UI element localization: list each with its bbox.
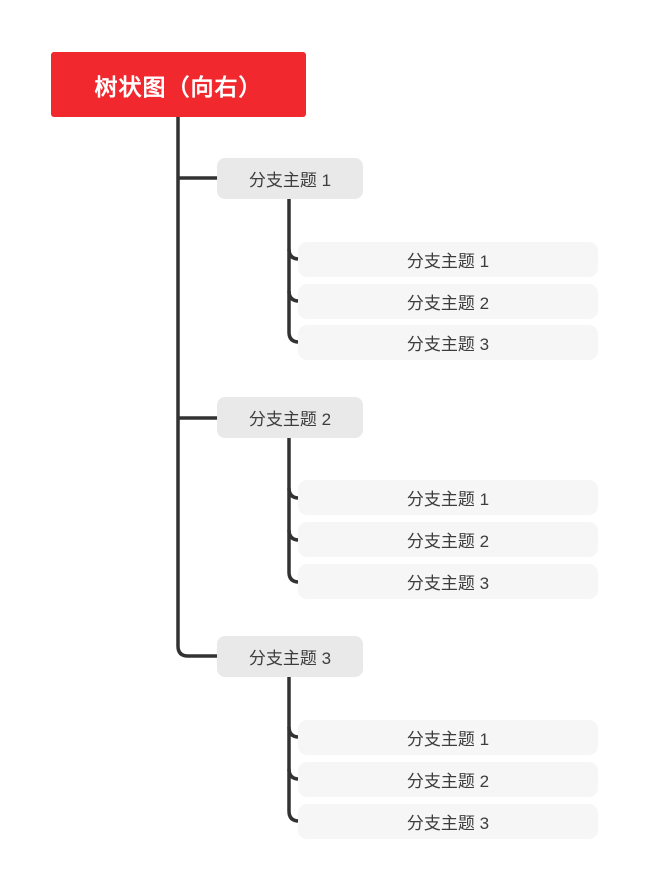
branch3-subtopic-3[interactable]: 分支主题 3 xyxy=(298,804,598,839)
trunk-line xyxy=(176,117,217,658)
branch2-child-trunk xyxy=(287,438,300,584)
branch2-subtopic-2[interactable]: 分支主题 2 xyxy=(298,522,598,557)
branch1-subtopic-3[interactable]: 分支主题 3 xyxy=(298,325,598,360)
branch1-subtopic-1[interactable]: 分支主题 1 xyxy=(298,242,598,277)
branch2-subtopic-3[interactable]: 分支主题 3 xyxy=(298,564,598,599)
branch3-subtopic-2[interactable]: 分支主题 2 xyxy=(298,762,598,797)
branch1-subtopic-2[interactable]: 分支主题 2 xyxy=(298,284,598,319)
root-topic[interactable]: 树状图（向右） xyxy=(51,52,306,117)
branch-topic-2[interactable]: 分支主题 2 xyxy=(217,397,363,438)
branch3-subtopic-1[interactable]: 分支主题 1 xyxy=(298,720,598,755)
branch3-child-trunk xyxy=(287,677,300,823)
branch-topic-3[interactable]: 分支主题 3 xyxy=(217,636,363,677)
branch-topic-1[interactable]: 分支主题 1 xyxy=(217,158,363,199)
branch2-subtopic-1[interactable]: 分支主题 1 xyxy=(298,480,598,515)
